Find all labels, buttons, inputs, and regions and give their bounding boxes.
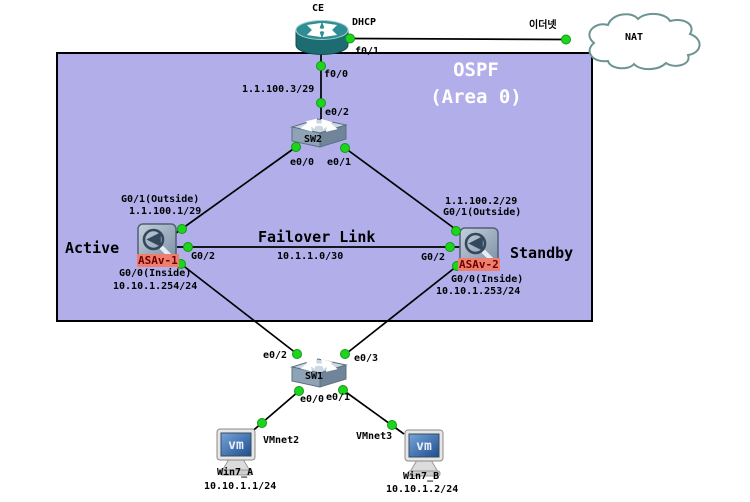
sw2-name-label: SW2 [304, 134, 323, 145]
link-asav2-sw1 [341, 265, 458, 358]
sw1-e03-port-label: e0/3 [354, 353, 379, 364]
ospf-area-title: OSPF (Area 0) [394, 57, 558, 111]
dhcp-label: DHCP [352, 17, 377, 28]
sw2-uplink-ip-label: 1.1.100.3/29 [242, 84, 315, 95]
win7b-ip-label: 10.10.1.2/24 [386, 484, 459, 495]
win7b-name-label: Win7_B [403, 471, 440, 482]
asav1-outside-ip-label: 1.1.100.1/29 [129, 206, 202, 217]
win7b-vm-icon[interactable]: vm [400, 429, 448, 483]
sw1-switch-icon[interactable] [290, 356, 348, 392]
ethernet-label: 이더넷 [529, 20, 557, 31]
vmnet2-label: VMnet2 [263, 435, 300, 446]
sw1-e00-port-label: e0/0 [300, 394, 325, 405]
ce-f01-port-label: f0/1 [355, 46, 380, 57]
win7a-vm-icon[interactable]: vm [212, 428, 260, 482]
sw1-e02-port-label: e0/2 [263, 350, 288, 361]
link-sw2-asav2 [344, 147, 463, 235]
sw2-e01-port-label: e0/1 [327, 157, 352, 168]
asav1-role-label: Active [65, 239, 120, 257]
asav2-role-label: Standby [510, 244, 574, 262]
asav2-outside-port-label: G0/1(Outside) [443, 207, 522, 218]
asav2-inside-port-label: G0/0(Inside) [451, 274, 524, 285]
failover-title-label: Failover Link [258, 228, 376, 246]
win7a-name-label: Win7_A [217, 467, 254, 478]
asav1-inside-ip-label: 10.10.1.254/24 [113, 281, 198, 292]
sw2-switch-icon[interactable] [290, 116, 348, 152]
ce-router-icon[interactable] [293, 18, 351, 62]
ospf-area-title-line2: (Area 0) [430, 86, 522, 108]
asav1-outside-port-label: G0/1(Outside) [121, 194, 200, 205]
ce-f00-port-label: f0/0 [324, 69, 349, 80]
asav1-name-label: ASAv-1 [137, 254, 179, 268]
asav1-inside-port-label: G0/0(Inside) [119, 268, 192, 279]
ospf-area-title-line1: OSPF [453, 59, 499, 81]
nat-cloud-icon[interactable] [578, 9, 708, 77]
asav2-outside-ip-label: 1.1.100.2/29 [445, 196, 518, 207]
sw1-e01-port-label: e0/1 [326, 392, 351, 403]
win7a-ip-label: 10.10.1.1/24 [204, 481, 277, 492]
asav1-g02-port-label: G0/2 [191, 251, 216, 262]
ospf-area-rectangle [56, 52, 593, 322]
sw2-e02-port-label: e0/2 [325, 107, 350, 118]
sw2-e00-port-label: e0/0 [290, 157, 315, 168]
link-ce-nat [349, 37, 568, 41]
sw1-name-label: SW1 [305, 371, 324, 382]
vmnet3-label: VMnet3 [356, 431, 393, 442]
asav2-inside-ip-label: 10.10.1.253/24 [436, 286, 521, 297]
nat-name-label: NAT [625, 32, 644, 43]
asav2-name-label: ASAv-2 [458, 258, 500, 272]
link-sw1-win7b [342, 389, 405, 435]
asav2-g02-port-label: G0/2 [421, 252, 446, 263]
ce-name-label: CE [312, 3, 325, 14]
asav2-name-badge: ASAv-2 [458, 258, 500, 271]
link-sw2-asav1 [175, 146, 297, 234]
vm-logo: vm [228, 438, 244, 453]
vm-logo: vm [416, 439, 432, 454]
failover-subnet-label: 10.1.1.0/30 [277, 251, 344, 262]
asav1-name-badge: ASAv-1 [137, 254, 179, 267]
link-asav1-sw1 [180, 263, 302, 358]
